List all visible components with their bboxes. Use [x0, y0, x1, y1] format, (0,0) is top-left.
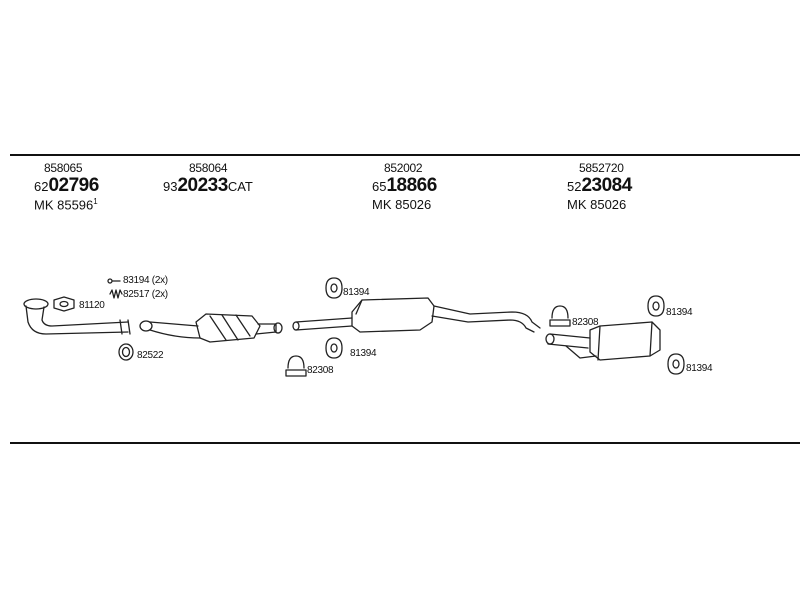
part-prefix: 62: [34, 179, 49, 194]
middle-silencer: [292, 297, 541, 333]
mk-code: MK 85026: [372, 198, 437, 211]
part-main: 23084: [581, 175, 632, 196]
top-rule: [10, 154, 800, 156]
catalytic-converter: [139, 313, 283, 343]
rubber-hanger-icon: [647, 295, 665, 317]
part-label-82308-a: 82308: [307, 365, 334, 376]
part-suffix: CAT: [227, 179, 253, 194]
bottom-rule: [10, 442, 800, 444]
mk-code: MK 855961: [34, 197, 99, 213]
mk-text: MK 85596: [34, 197, 94, 213]
mk-code: MK 85026: [567, 198, 632, 211]
part-label-81394-b: 81394: [350, 348, 377, 359]
top-code: 852002: [384, 161, 423, 175]
part-label-82522: 82522: [137, 350, 164, 361]
part-main: 18866: [386, 175, 437, 196]
clamp-icon: [285, 355, 307, 377]
front-pipe: [23, 298, 131, 335]
header-group-1: 858065 6202796 MK 855961: [34, 162, 99, 211]
part-label-81394-d: 81394: [686, 363, 713, 374]
rubber-hanger-icon: [667, 353, 685, 375]
mk-text: MK 85026: [567, 197, 627, 212]
rubber-hanger-icon: [325, 337, 343, 359]
header-group-4: 5852720 5223084 MK 85026: [567, 162, 632, 211]
header-group-3: 852002 6518866 MK 85026: [372, 162, 437, 211]
top-code: 858064: [189, 161, 228, 175]
rubber-hanger-icon: [325, 277, 343, 299]
part-label-83194: 83194 (2x): [123, 275, 168, 286]
part-number: 5223084: [567, 176, 632, 195]
gasket-icon: [53, 296, 75, 312]
mk-sup: 1: [93, 197, 98, 206]
part-number: 6518866: [372, 176, 437, 195]
part-main: 20233: [177, 175, 228, 196]
spring-icon: [109, 289, 123, 299]
clamp-icon: [549, 305, 571, 327]
top-code: 858065: [44, 161, 83, 175]
part-main: 02796: [48, 175, 99, 196]
header-group-2: 858064 9320233CAT: [163, 162, 253, 195]
part-label-81120: 81120: [79, 300, 105, 311]
part-label-81394-c: 81394: [666, 307, 693, 318]
part-prefix: 65: [372, 179, 387, 194]
mk-text: MK 85026: [372, 197, 432, 212]
top-code: 5852720: [579, 161, 624, 175]
part-prefix: 93: [163, 179, 178, 194]
part-number: 9320233CAT: [163, 176, 253, 195]
part-number: 6202796: [34, 176, 99, 195]
part-label-81394-a: 81394: [343, 287, 370, 298]
rear-silencer: [545, 321, 661, 361]
bolt-icon: [107, 278, 121, 284]
ring-gasket-icon: [118, 343, 134, 361]
part-label-82517: 82517 (2x): [123, 289, 168, 300]
part-prefix: 52: [567, 179, 582, 194]
part-label-82308-b: 82308: [572, 317, 599, 328]
